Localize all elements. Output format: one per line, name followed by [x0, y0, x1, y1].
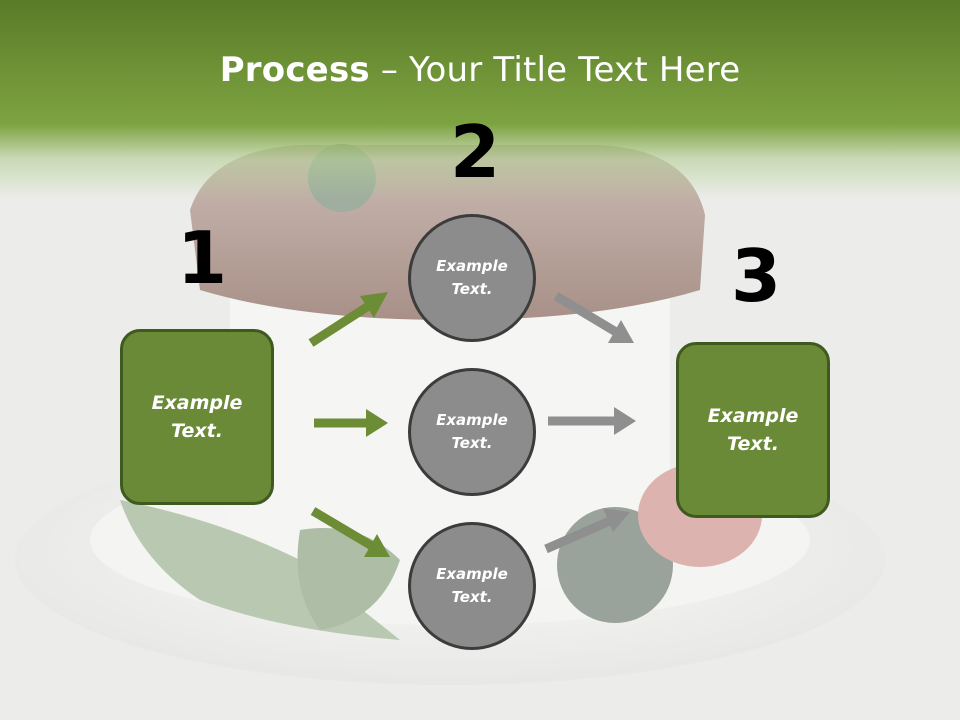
circle-top[interactable]: Example Text.: [408, 214, 536, 342]
arrow-green-down-icon: [310, 507, 390, 557]
gray-arrows: [544, 292, 636, 554]
circle-middle[interactable]: Example Text.: [408, 368, 536, 496]
arrow-gray-right-icon: [548, 407, 636, 435]
step-number-2: 2: [450, 110, 501, 194]
right-box[interactable]: Example Text.: [676, 342, 830, 518]
circle-bottom-text: Example Text.: [436, 564, 508, 606]
left-box-text: Example Text.: [151, 391, 243, 443]
arrow-green-up-icon: [308, 292, 388, 347]
header-band: [0, 0, 960, 200]
title-rest: – Your Title Text Here: [369, 50, 741, 90]
arrow-gray-down-icon: [553, 292, 634, 343]
arrow-green-right-icon: [314, 409, 388, 437]
left-box[interactable]: Example Text.: [120, 329, 274, 505]
slide-title: Process – Your Title Text Here: [0, 50, 960, 90]
arrow-gray-up-icon: [544, 508, 630, 554]
right-box-text: Example Text.: [707, 404, 799, 456]
step-number-1: 1: [177, 216, 228, 300]
title-bold: Process: [219, 50, 370, 90]
step-number-3: 3: [731, 234, 782, 318]
circle-top-text: Example Text.: [436, 256, 508, 298]
circle-bottom[interactable]: Example Text.: [408, 522, 536, 650]
circle-middle-text: Example Text.: [436, 410, 508, 452]
green-arrows: [308, 292, 390, 557]
